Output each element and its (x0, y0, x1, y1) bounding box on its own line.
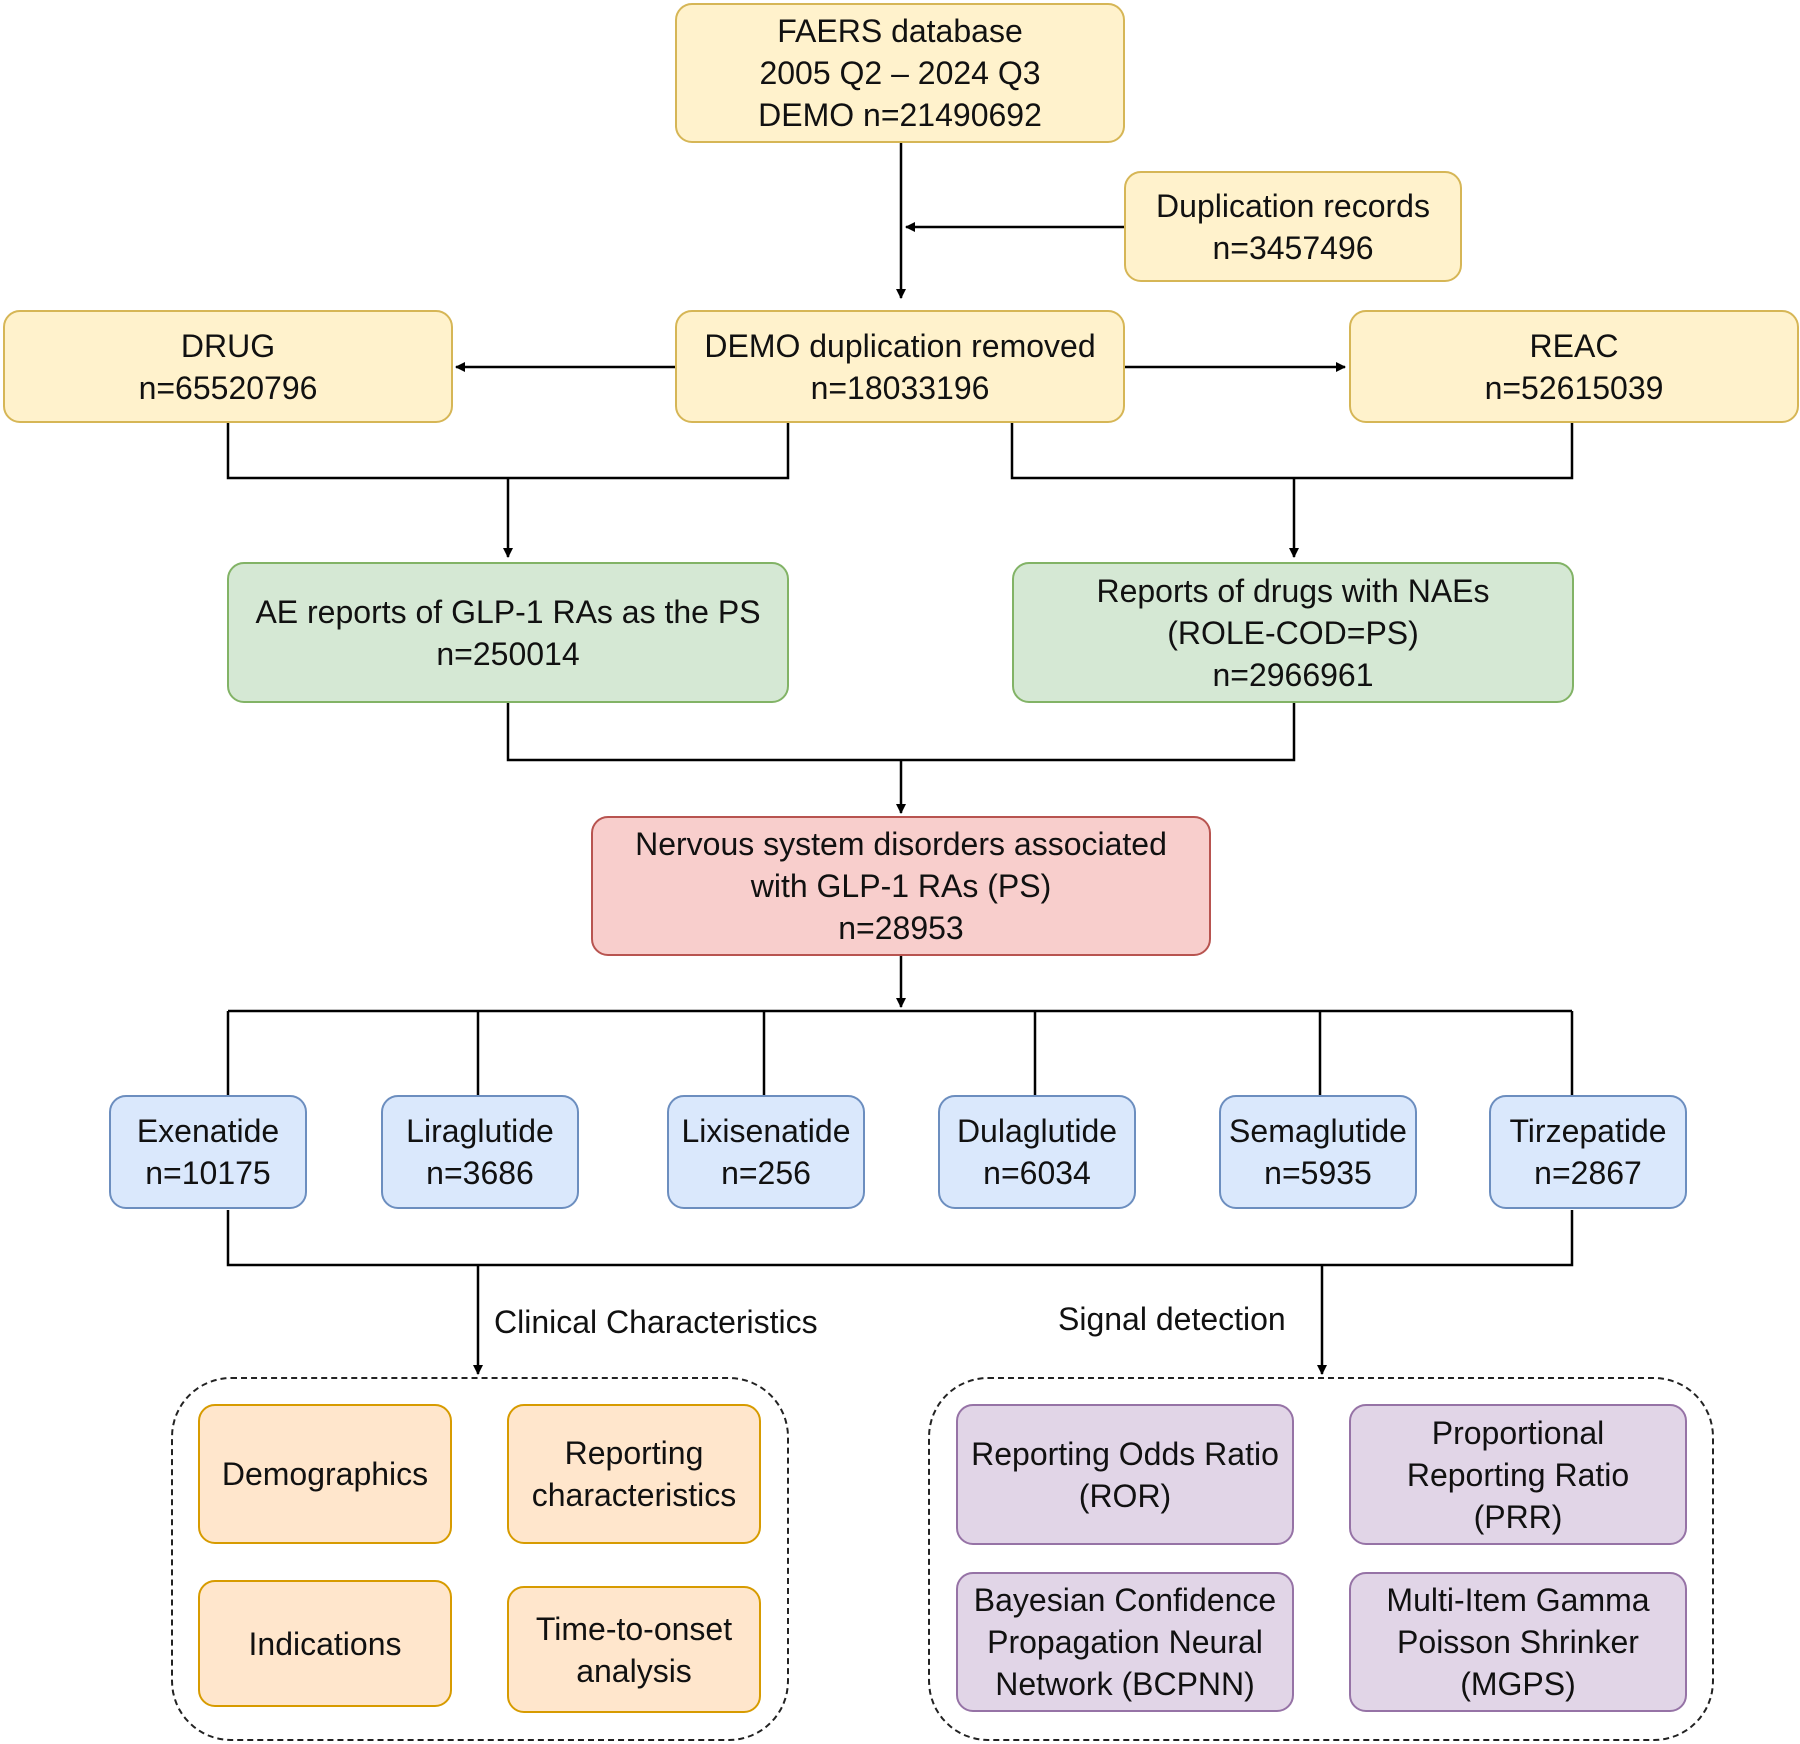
ror-node: Reporting Odds Ratio (ROR) (956, 1404, 1294, 1545)
nervous-system-disorders-node: Nervous system disorders associated with … (591, 816, 1211, 956)
node-text-line: n=65520796 (138, 369, 318, 406)
node-text-line: Poisson Shrinker (1397, 1624, 1639, 1660)
node-text-line: Bayesian Confidence (973, 1582, 1277, 1618)
exenatide-node: Exenatide n=10175 (109, 1095, 307, 1209)
node-text-line: Dulaglutide (956, 1113, 1118, 1149)
node-text-line: Proportional (1431, 1414, 1605, 1451)
node-text-line: (MGPS) (1460, 1666, 1576, 1702)
reporting-characteristics-node: Reporting characteristics (507, 1404, 761, 1544)
node-text-line: DEMO duplication removed (704, 327, 1096, 364)
time-to-onset-node: Time-to-onset analysis (507, 1586, 761, 1713)
duplication-records-node: Duplication records n=3457496 (1124, 171, 1462, 282)
node-text-line: FAERS database (777, 13, 1023, 49)
dulaglutide-node: Dulaglutide n=6034 (938, 1095, 1136, 1209)
node-text-line: Semaglutide (1229, 1113, 1407, 1149)
edge-drug-bus-bottom (226, 1210, 1574, 1267)
node-text-line: Nervous system disorders associated (635, 826, 1167, 862)
node-text-line: n=3457496 (1212, 229, 1374, 266)
node-text-line: n=10175 (145, 1155, 271, 1191)
clinical-characteristics-label: Clinical Characteristics (494, 1304, 818, 1340)
faers-database-node: FAERS database 2005 Q2 – 2024 Q3 DEMO n=21… (675, 3, 1125, 143)
node-text-line: Propagation Neural (987, 1624, 1263, 1660)
node-text-line: (PRR) (1473, 1498, 1563, 1535)
node-text-line: characteristics (531, 1477, 737, 1513)
node-text-line: n=2966961 (1212, 656, 1374, 693)
node-text-line: with GLP-1 RAs (PS) (750, 868, 1052, 904)
reac-node: REAC n=52615039 (1349, 310, 1799, 423)
demographics-node: Demographics (198, 1404, 452, 1544)
demo-duplication-removed-node: DEMO duplication removed n=18033196 (675, 310, 1125, 423)
node-text-line: n=28953 (838, 910, 964, 946)
node-text-line: (ROLE-COD=PS) (1167, 614, 1419, 651)
semaglutide-node: Semaglutide n=5935 (1219, 1095, 1417, 1209)
drug-node: DRUG n=65520796 (3, 310, 453, 423)
node-text-line: Reporting Ratio (1406, 1456, 1630, 1493)
node-text-line: n=256 (721, 1155, 811, 1191)
node-text-line: Multi-Item Gamma (1386, 1582, 1650, 1618)
node-text-line: 2005 Q2 – 2024 Q3 (759, 55, 1041, 91)
tirzepatide-node: Tirzepatide n=2867 (1489, 1095, 1687, 1209)
node-text-line: Indications (248, 1625, 402, 1662)
node-text-line: Lixisenatide (681, 1113, 851, 1149)
node-text-line: Duplication records (1156, 187, 1430, 224)
clinical-characteristics-group (171, 1377, 789, 1741)
signal-detection-group (928, 1377, 1714, 1741)
node-text-line: Liraglutide (406, 1113, 554, 1149)
node-text-line: n=52615039 (1484, 369, 1664, 406)
node-text-line: n=5935 (1264, 1155, 1372, 1191)
ae-reports-node: AE reports of GLP-1 RAs as the PS n=25001… (227, 562, 789, 703)
node-text-line: DRUG (180, 327, 276, 364)
node-text-line: Demographics (221, 1456, 429, 1492)
node-text-line: DEMO n=21490692 (758, 97, 1042, 133)
node-text-line: Network (BCPNN) (995, 1666, 1255, 1702)
node-text-line: n=6034 (983, 1155, 1091, 1191)
node-text-line: AE reports of GLP-1 RAs as the PS (255, 593, 761, 630)
node-text-line: Tirzepatide (1509, 1113, 1667, 1149)
node-text-line: Exenatide (136, 1113, 280, 1149)
node-text-line: n=2867 (1534, 1155, 1642, 1191)
node-text-line: Reporting Odds Ratio (971, 1435, 1279, 1472)
node-text-line: (ROR) (1078, 1477, 1172, 1514)
node-text-line: n=18033196 (810, 369, 990, 406)
node-text-line: Reports of drugs with NAEs (1096, 572, 1490, 609)
liraglutide-node: Liraglutide n=3686 (381, 1095, 579, 1209)
edge-merge-ae-nae (506, 703, 1296, 762)
node-text-line: n=250014 (436, 635, 580, 672)
indications-node: Indications (198, 1580, 452, 1707)
nae-reports-node: Reports of drugs with NAEs (ROLE-COD=PS) n… (1012, 562, 1574, 703)
node-text-line: Time-to-onset (535, 1610, 733, 1647)
edge-merge-demo-reac (1010, 423, 1574, 480)
lixisenatide-node: Lixisenatide n=256 (667, 1095, 865, 1209)
node-text-line: Reporting (564, 1435, 704, 1471)
node-text-line: REAC (1529, 327, 1619, 364)
edge-merge-drug-demo (226, 423, 790, 480)
node-text-line: analysis (576, 1652, 692, 1689)
signal-detection-label: Signal detection (1058, 1301, 1286, 1337)
node-text-line: n=3686 (426, 1155, 534, 1191)
